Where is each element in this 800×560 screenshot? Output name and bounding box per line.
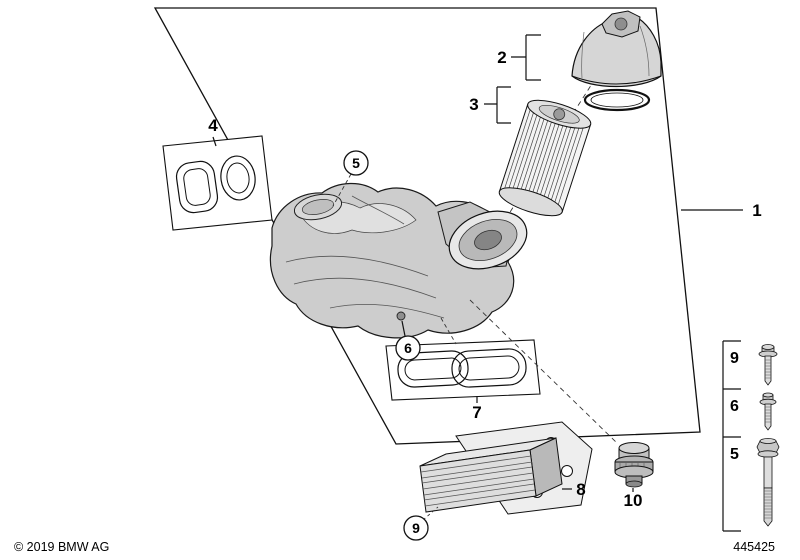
o-ring-icon [583, 88, 651, 112]
callout-6-circle[interactable]: 6 [395, 335, 421, 361]
hex-flange-bolt-icon [756, 438, 780, 527]
callout-5-circle[interactable]: 5 [343, 150, 369, 176]
callout-3[interactable]: 3 [469, 95, 478, 114]
oil-valve [614, 442, 654, 488]
torx-screw-icon [759, 392, 777, 431]
torx-screw-icon [758, 344, 778, 386]
fastener-row-6-label[interactable]: 6 [730, 398, 739, 415]
callout-1[interactable]: 1 [752, 201, 761, 220]
gasket-set-box [162, 135, 273, 231]
housing-duct [293, 193, 343, 221]
filter-pleats [503, 106, 585, 210]
callout-6[interactable]: 6 [404, 340, 412, 356]
valve-10-leader [469, 299, 619, 445]
callout-2[interactable]: 2 [497, 48, 506, 67]
fastener-row-9-label[interactable]: 9 [730, 350, 739, 367]
callout-6-leader [401, 320, 406, 337]
callout-4-leader [212, 136, 217, 147]
callout-4[interactable]: 4 [208, 116, 218, 135]
fastener-row-5-label[interactable]: 5 [730, 446, 739, 463]
callout-9[interactable]: 9 [412, 520, 420, 536]
gasket-box [385, 339, 541, 401]
filter-bore [448, 210, 528, 270]
copyright-text: © 2019 BMW AG [14, 540, 109, 554]
diagram-number: 445425 [733, 540, 775, 554]
filter-cap [571, 10, 662, 88]
gasket-profile-b [220, 155, 256, 201]
oil-filter-element [498, 99, 592, 217]
housing-screw-boss [396, 311, 406, 321]
callout-7[interactable]: 7 [472, 403, 481, 422]
callout-9-circle[interactable]: 9 [403, 515, 429, 541]
callout-5[interactable]: 5 [352, 155, 360, 171]
callout-8[interactable]: 8 [576, 480, 585, 499]
fastener-table-frame [722, 340, 741, 532]
fastener-table: 9 6 5 [722, 340, 780, 532]
gasket-profile-a [175, 160, 219, 214]
gasket-7-leader [440, 317, 457, 345]
heat-exchanger [419, 421, 593, 515]
callout-3-bracket [484, 86, 511, 124]
cooler-fins [420, 455, 536, 507]
housing-ribs [285, 195, 445, 319]
oil-filter-housing [269, 182, 528, 339]
callout-10[interactable]: 10 [624, 491, 643, 510]
callout-2-bracket [511, 34, 541, 81]
callout-5-leader [332, 173, 352, 207]
